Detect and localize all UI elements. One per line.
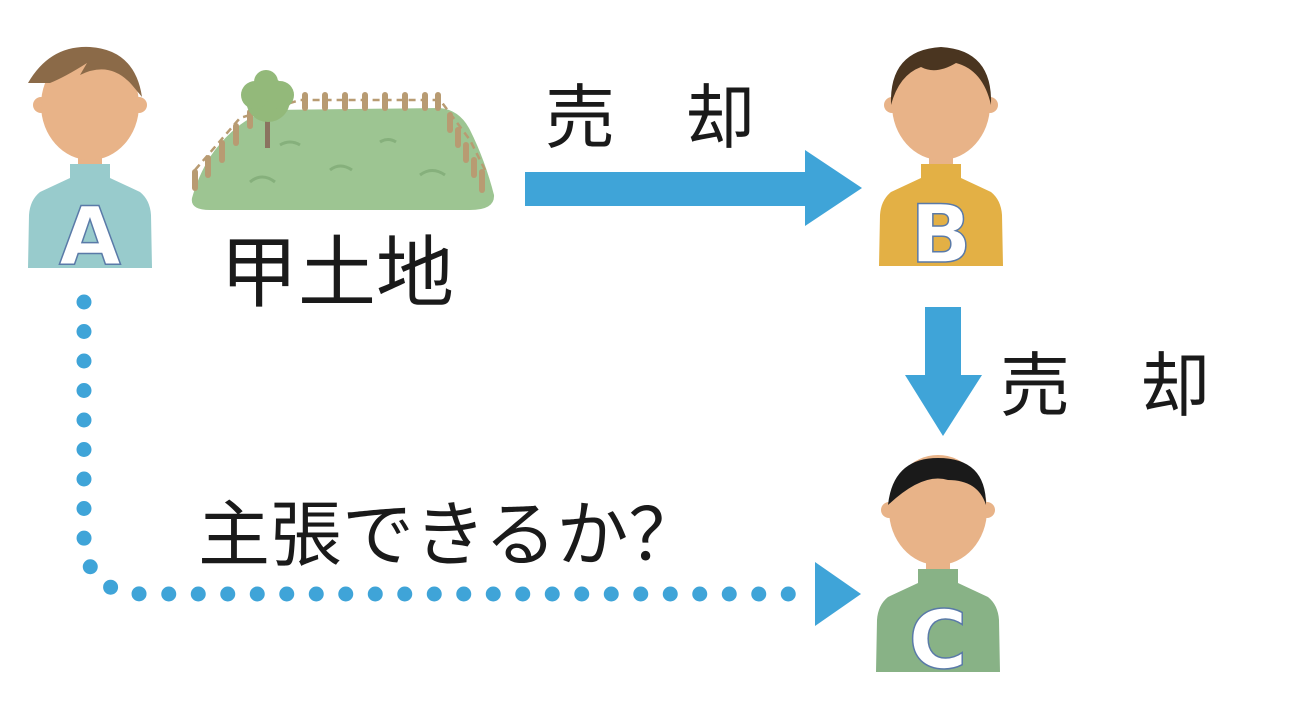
sale-label-b-to-c: 売 却 xyxy=(1000,345,1210,427)
shirt xyxy=(876,569,1000,672)
person-letter: C xyxy=(909,594,968,687)
claim-label: 主張できるか？ xyxy=(198,493,701,577)
land-label: 甲土地 xyxy=(220,229,454,319)
hair xyxy=(28,46,142,97)
sale-arrow-b-to-c xyxy=(905,307,982,436)
person-b: B xyxy=(879,47,1003,282)
grass-tufts xyxy=(249,138,446,184)
person-letter: A xyxy=(59,190,121,283)
claim-dotted-arrow xyxy=(76,294,861,626)
person-c: C xyxy=(876,455,1000,688)
persons: A B C xyxy=(28,46,1003,688)
hair xyxy=(890,47,992,105)
land-illustration xyxy=(191,70,495,210)
shirt xyxy=(879,164,1003,266)
tree-icon xyxy=(241,70,294,148)
sale-arrow-a-to-b xyxy=(525,150,862,226)
shirt xyxy=(28,164,152,268)
fence xyxy=(192,92,485,193)
head xyxy=(892,50,990,160)
head xyxy=(41,50,139,160)
hair xyxy=(888,458,986,505)
person-a: A xyxy=(28,46,152,284)
fence-rail xyxy=(194,98,487,171)
person-letter: B xyxy=(911,188,972,281)
sale-label-a-to-b: 売 却 xyxy=(545,77,755,159)
